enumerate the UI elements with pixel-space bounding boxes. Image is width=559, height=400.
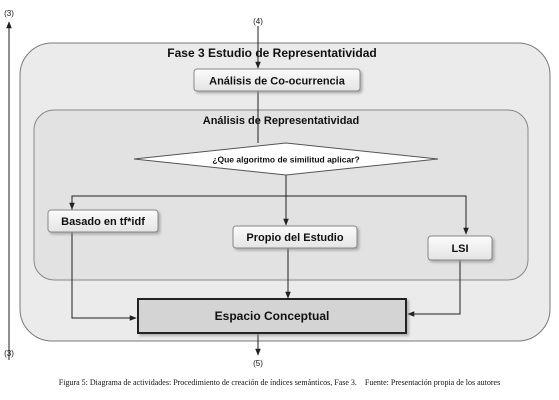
edge-lsi-espacio [407,260,461,317]
node-cooccurrence-label: Análisis de Co-ocurrencia [209,76,346,88]
exit-marker: (5) [253,359,263,368]
inner-title: Análisis de Representatividad [203,115,360,127]
node-espacio: Espacio Conceptual [137,298,407,334]
side-marker-top: (3) [4,9,14,18]
node-propio-label: Propio del Estudio [246,232,343,244]
connectors [69,26,469,356]
entry-marker: (4) [253,17,263,26]
node-cooccurrence: Análisis de Co-ocurrencia [193,68,361,92]
node-lsi: LSI [427,235,493,261]
node-decision-label: ¿Que algoritmo de similitud aplicar? [212,155,359,165]
node-decision: ¿Que algoritmo de similitud aplicar? [133,142,439,176]
node-tfidf-label: Basado en tf*idf [61,216,145,228]
side-marker-bottom: (3) [4,349,14,358]
side-bracket: (3) (3) [4,9,14,360]
analysis-container [33,109,529,281]
node-espacio-label: Espacio Conceptual [215,309,330,323]
node-lsi-label: LSI [451,243,468,255]
caption-figure: Figura 5: Diagrama de actividades: Proce… [58,378,357,387]
figure-caption: Figura 5: Diagrama de actividades: Proce… [0,378,559,387]
caption-source: Fuente: Presentación propia de los autor… [364,378,501,387]
outer-title: Fase 3 Estudio de Representatividad [167,46,376,60]
node-tfidf: Basado en tf*idf [47,209,159,233]
node-propio: Propio del Estudio [232,225,358,249]
edge-tfidf-espacio [71,232,137,321]
